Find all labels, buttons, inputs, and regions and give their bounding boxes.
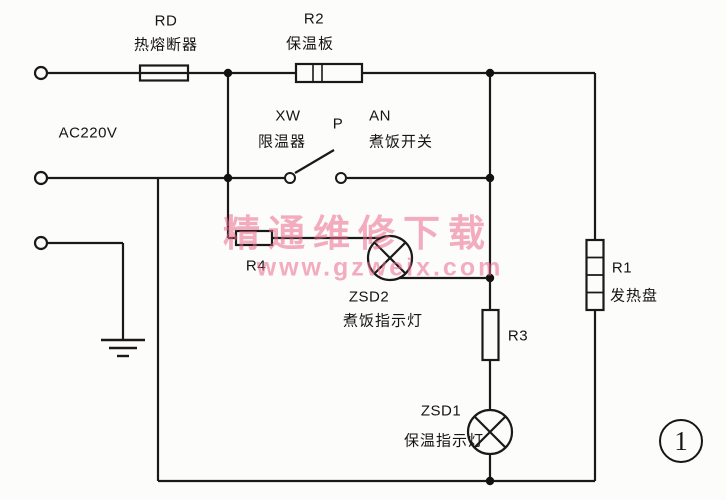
switch-blade <box>294 149 335 174</box>
lamp-zsd1-symbol <box>466 408 514 456</box>
label-p: P <box>332 115 344 133</box>
label-r2-name: 保温板 <box>285 35 335 53</box>
label-r2: R2 <box>303 10 325 28</box>
label-zsd1-name: 保温指示灯 <box>403 432 485 450</box>
label-ac220v: AC220V <box>58 124 118 142</box>
label-r1: R1 <box>611 259 633 277</box>
resistor-r4-symbol <box>234 229 274 247</box>
label-r1-name: 发热盘 <box>609 287 659 305</box>
fuse-rd-symbol <box>138 64 190 82</box>
label-rd-name: 热熔断器 <box>133 36 199 54</box>
label-xw: XW <box>275 107 301 125</box>
terminal-ground <box>33 235 49 251</box>
terminal-middle <box>33 170 49 186</box>
ground-symbol <box>101 338 145 358</box>
wires <box>47 71 597 483</box>
label-xw-name: 限温器 <box>257 133 307 151</box>
label-zsd2: ZSD2 <box>348 288 390 306</box>
resistor-r2-symbol <box>294 62 364 84</box>
switch-contact-right <box>335 172 347 184</box>
label-an: AN <box>369 107 391 125</box>
resistor-r3-symbol <box>481 308 500 362</box>
figure-number: 1 <box>674 425 688 456</box>
label-zsd1: ZSD1 <box>420 402 462 420</box>
label-rd: RD <box>154 12 178 30</box>
heater-r1-symbol <box>585 238 605 312</box>
ac-input-terminals <box>33 65 49 251</box>
switch-contact-left <box>284 172 296 184</box>
label-zsd2-name: 煮饭指示灯 <box>342 312 424 330</box>
label-r3: R3 <box>507 327 529 345</box>
terminal-top <box>33 65 49 81</box>
label-r4: R4 <box>245 257 267 275</box>
junction-dots <box>223 68 495 486</box>
lamp-zsd2-symbol <box>366 234 414 282</box>
label-an-name: 煮饭开关 <box>368 133 434 151</box>
figure-number-badge: 1 <box>659 419 703 463</box>
